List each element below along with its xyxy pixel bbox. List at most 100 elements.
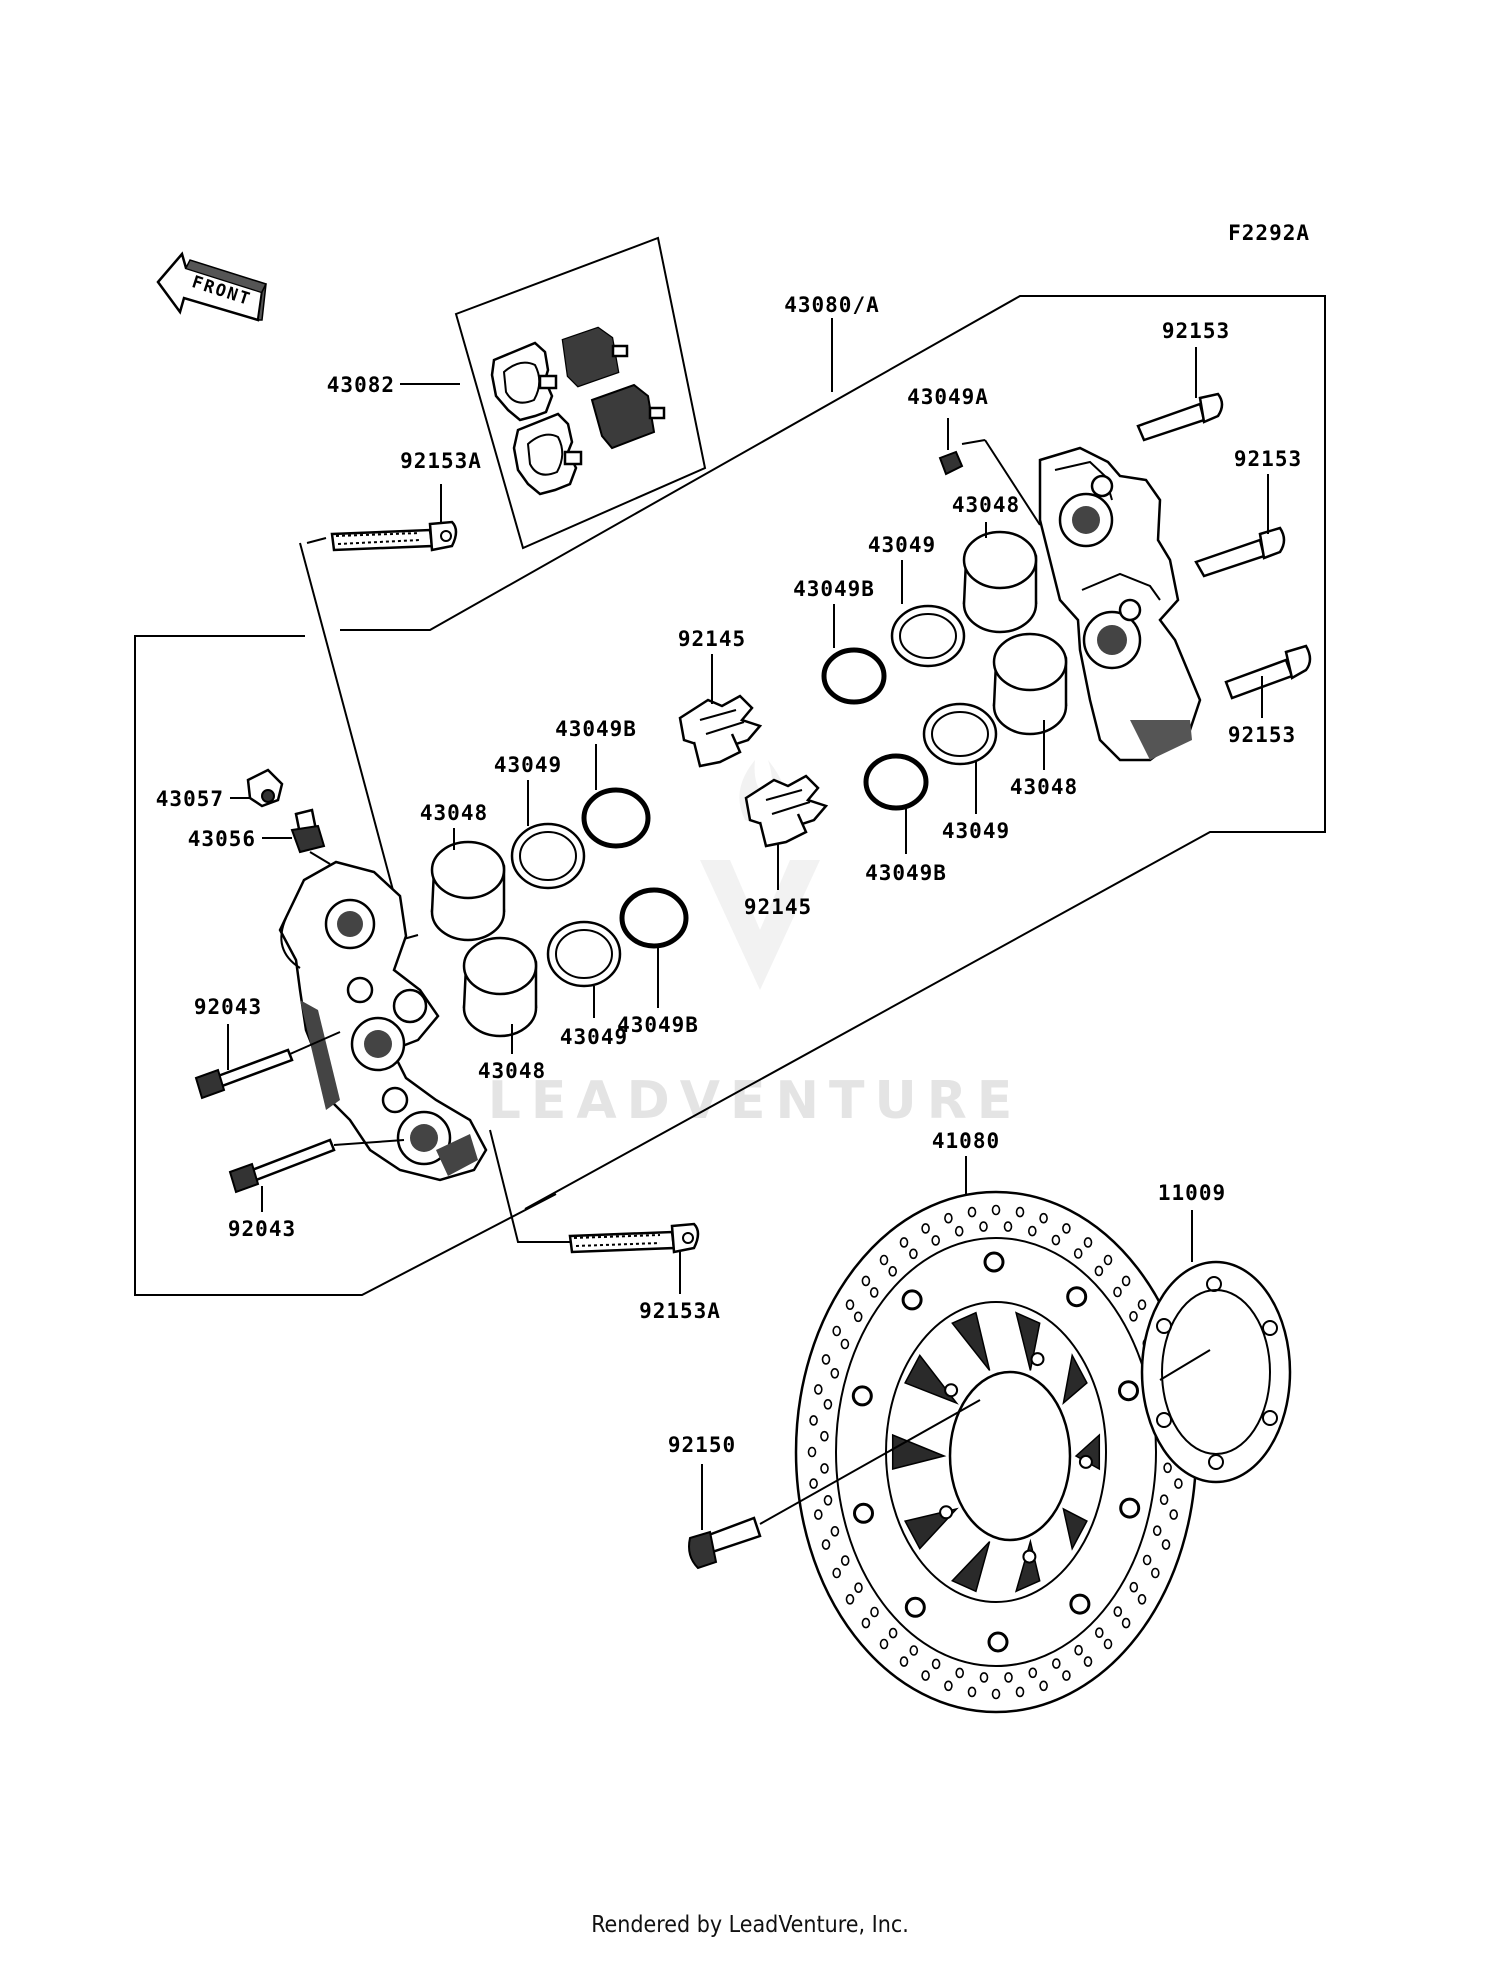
piston-right-upper (962, 530, 1038, 634)
disc-vent-hole (991, 1204, 1001, 1216)
label-43049B-d: 43049B (617, 1013, 699, 1037)
disc-vent-hole (1103, 1254, 1113, 1266)
disc-vent-hole (1159, 1494, 1169, 1505)
disc-vent-hole (830, 1368, 840, 1379)
figure-code: F2292A (1228, 221, 1310, 245)
caliper-bolt-b (1194, 526, 1286, 578)
disc-vent-hole (1062, 1670, 1071, 1681)
disc-rivet (983, 1251, 1005, 1273)
disc-vent-hole (879, 1254, 889, 1266)
label-92145-a: 92145 (678, 627, 746, 651)
leader-43049A-b (961, 439, 986, 445)
bleeder-valve-left (290, 808, 331, 865)
disc-vent-hole (1074, 1644, 1083, 1656)
disc-bolt (688, 1516, 762, 1570)
disc-rivet (1069, 1593, 1091, 1615)
disc-vent-hole (888, 1266, 898, 1277)
disc-vent-hole (1083, 1656, 1093, 1667)
disc-vent-hole (1121, 1617, 1131, 1629)
disc-vent-hole (845, 1594, 855, 1605)
left-caliper-body (278, 860, 488, 1182)
caliper-group-outline (134, 295, 1326, 1296)
disc-vent-hole (861, 1275, 871, 1287)
disc-vent-hole (921, 1670, 930, 1681)
disc-vent-hole (1163, 1462, 1172, 1474)
disc-rivet (987, 1631, 1009, 1653)
disc-vent-hole (1083, 1237, 1093, 1248)
disc-vent-hole (869, 1287, 879, 1298)
disc-vent-hole (879, 1638, 889, 1650)
disc-vent-hole (820, 1430, 829, 1442)
disc-vent-hole (1004, 1672, 1013, 1683)
disc-vent-hole (991, 1688, 1001, 1700)
disc-rivet (904, 1596, 926, 1618)
disc-rivet (851, 1385, 873, 1407)
disc-spoke (1015, 1311, 1041, 1371)
disc-vent-hole (967, 1206, 977, 1218)
disc-rivet (853, 1502, 874, 1524)
disc-vent-hole (1113, 1606, 1123, 1617)
disc-vent-hole (979, 1221, 988, 1232)
disc-vent-hole (1095, 1627, 1104, 1638)
disc-vent-hole (979, 1672, 989, 1683)
disc-shim (1140, 1260, 1292, 1484)
disc-vent-hole (1094, 1265, 1104, 1277)
label-92150: 92150 (668, 1433, 736, 1457)
disc-vent-hole (813, 1384, 823, 1395)
disc-rivet (901, 1289, 923, 1311)
label-92153-c: 92153 (1228, 723, 1296, 747)
disc-vent-hole (1073, 1248, 1083, 1259)
disc-vent-hole (820, 1463, 829, 1474)
pin-bolt-bottom (568, 1222, 700, 1254)
label-43049-d: 43049 (560, 1025, 628, 1049)
disc-vent-hole (1142, 1554, 1152, 1566)
disc-mount-hole (944, 1383, 959, 1398)
label-92153A-top: 92153A (400, 449, 482, 473)
brake-pad-set (454, 236, 707, 550)
label-43048-c: 43048 (420, 801, 488, 825)
disc-vent-hole (899, 1656, 909, 1667)
label-43049B-b: 43049B (865, 861, 947, 885)
disc-vent-hole (840, 1555, 850, 1566)
disc-vent-hole (1161, 1539, 1171, 1550)
disc-vent-hole (1151, 1567, 1160, 1579)
label-43049B-c: 43049B (555, 717, 637, 741)
disc-vent-hole (853, 1311, 863, 1323)
disc-rivet (1119, 1497, 1141, 1519)
dust-seal-left-upper (581, 787, 651, 849)
label-43049-a: 43049 (868, 533, 936, 557)
disc-vent-hole (944, 1680, 953, 1692)
disc-vent-hole (955, 1667, 965, 1679)
disc-vent-hole (1039, 1212, 1048, 1224)
label-43048-a: 43048 (952, 493, 1020, 517)
disc-vent-hole (1129, 1311, 1138, 1322)
label-43049B-a: 43049B (793, 577, 875, 601)
piston-right-lower (992, 632, 1068, 736)
disc-vent-hole (854, 1582, 863, 1593)
bolt-axis-upper (289, 1031, 341, 1055)
label-41080: 41080 (932, 1129, 1000, 1153)
piston-left-upper (430, 840, 506, 942)
disc-rivet (1118, 1380, 1139, 1402)
disc-vent-hole (870, 1606, 879, 1618)
label-43082: 43082 (327, 373, 395, 397)
label-92145-b: 92145 (744, 895, 812, 919)
disc-vent-hole (909, 1248, 918, 1260)
label-43080A: 43080/A (784, 293, 880, 317)
disc-spoke (891, 1433, 947, 1470)
label-92153-b: 92153 (1234, 447, 1302, 471)
disc-vent-hole (809, 1478, 818, 1489)
disc-vent-hole (1113, 1286, 1122, 1298)
dust-seal-right-upper (821, 647, 887, 705)
seal-right-lower (922, 702, 998, 766)
piston-left-lower (462, 936, 538, 1038)
leader-92153A-bot-guide (489, 1129, 570, 1243)
disc-vent-hole (1121, 1275, 1131, 1287)
label-92043-a: 92043 (194, 995, 262, 1019)
label-92153-a: 92153 (1162, 319, 1230, 343)
bolt-axis-lower (333, 1139, 405, 1146)
disc-vent-hole (832, 1567, 842, 1579)
disc-vent-hole (809, 1415, 818, 1426)
disc-vent-hole (1015, 1206, 1025, 1218)
disc-vent-hole (888, 1627, 898, 1639)
